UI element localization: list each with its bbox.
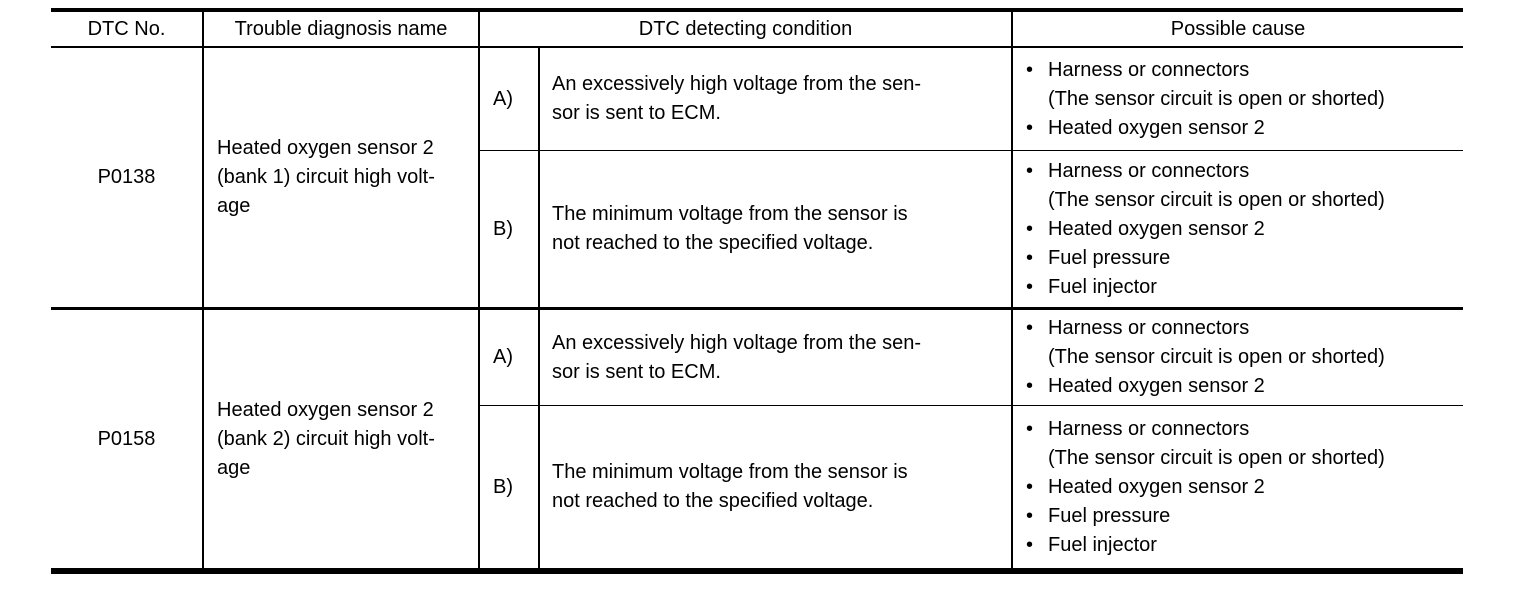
cause-text: Heated oxygen sensor 2: [1048, 475, 1265, 498]
header-dtc-detecting-condition: DTC detecting condition: [480, 12, 1013, 48]
cause-text: Fuel pressure: [1048, 246, 1171, 269]
cause-text: Harness or connectors (The sensor circui…: [1048, 317, 1385, 368]
condition-text-b: The minimum voltage from the sensor is n…: [540, 151, 1013, 310]
cause-item: • Heated oxygen sensor 2: [1026, 372, 1459, 401]
dtc-code-p0138: P0138: [51, 48, 204, 310]
cause-text: Fuel pressure: [1048, 504, 1171, 527]
condition-text-b: The minimum voltage from the sensor is n…: [540, 406, 1013, 568]
cause-text: Fuel injector: [1048, 533, 1157, 556]
dtc-table: DTC No. Trouble diagnosis name DTC detec…: [51, 8, 1463, 574]
dtc-code-p0158: P0158: [51, 310, 204, 568]
cause-item: • Heated oxygen sensor 2: [1026, 215, 1459, 244]
cause-text: Harness or connectors (The sensor circui…: [1048, 58, 1385, 110]
condition-text-a: An excessively high voltage from the sen…: [540, 48, 1013, 151]
condition-label-a: A): [480, 48, 540, 151]
cause-item: • Fuel injector: [1026, 531, 1459, 560]
condition-label-a: A): [480, 310, 540, 406]
cause-item: • Heated oxygen sensor 2: [1026, 114, 1459, 143]
diagnosis-name-p0158: Heated oxygen sensor 2 (bank 2) circuit …: [204, 310, 480, 568]
bullet-icon: •: [1026, 275, 1034, 298]
cause-text: Harness or connectors (The sensor circui…: [1048, 417, 1385, 469]
condition-label-b: B): [480, 151, 540, 310]
cause-item: • Harness or connectors (The sensor circu…: [1026, 157, 1459, 215]
bullet-icon: •: [1026, 417, 1034, 440]
bullet-icon: •: [1026, 217, 1034, 240]
cause-item: • Harness or connectors (The sensor circu…: [1026, 314, 1459, 372]
condition-text-a: An excessively high voltage from the sen…: [540, 310, 1013, 406]
cause-item: • Harness or connectors (The sensor circu…: [1026, 56, 1459, 114]
bullet-icon: •: [1026, 58, 1034, 81]
possible-cause-list: • Harness or connectors (The sensor circu…: [1013, 310, 1463, 406]
cause-text: Harness or connectors (The sensor circui…: [1048, 159, 1385, 211]
possible-cause-list: • Harness or connectors (The sensor circu…: [1013, 151, 1463, 310]
header-possible-cause: Possible cause: [1013, 12, 1463, 48]
cause-text: Heated oxygen sensor 2: [1048, 217, 1265, 240]
cause-item: • Fuel injector: [1026, 273, 1459, 302]
bullet-icon: •: [1026, 317, 1034, 339]
cause-item: • Heated oxygen sensor 2: [1026, 473, 1459, 502]
cause-item: • Fuel pressure: [1026, 244, 1459, 273]
cause-text: Fuel injector: [1048, 275, 1157, 298]
possible-cause-list: • Harness or connectors (The sensor circu…: [1013, 48, 1463, 151]
header-dtc-no: DTC No.: [51, 12, 204, 48]
bullet-icon: •: [1026, 159, 1034, 182]
cause-text: Heated oxygen sensor 2: [1048, 375, 1265, 397]
bullet-icon: •: [1026, 533, 1034, 556]
cause-item: • Harness or connectors (The sensor circu…: [1026, 415, 1459, 473]
header-trouble-diagnosis-name: Trouble diagnosis name: [204, 12, 480, 48]
bullet-icon: •: [1026, 504, 1034, 527]
bullet-icon: •: [1026, 246, 1034, 269]
bullet-icon: •: [1026, 116, 1034, 139]
condition-label-b: B): [480, 406, 540, 568]
bullet-icon: •: [1026, 475, 1034, 498]
diagnosis-name-p0138: Heated oxygen sensor 2 (bank 1) circuit …: [204, 48, 480, 310]
possible-cause-list: • Harness or connectors (The sensor circu…: [1013, 406, 1463, 568]
bullet-icon: •: [1026, 375, 1034, 397]
cause-text: Heated oxygen sensor 2: [1048, 116, 1265, 139]
cause-item: • Fuel pressure: [1026, 502, 1459, 531]
